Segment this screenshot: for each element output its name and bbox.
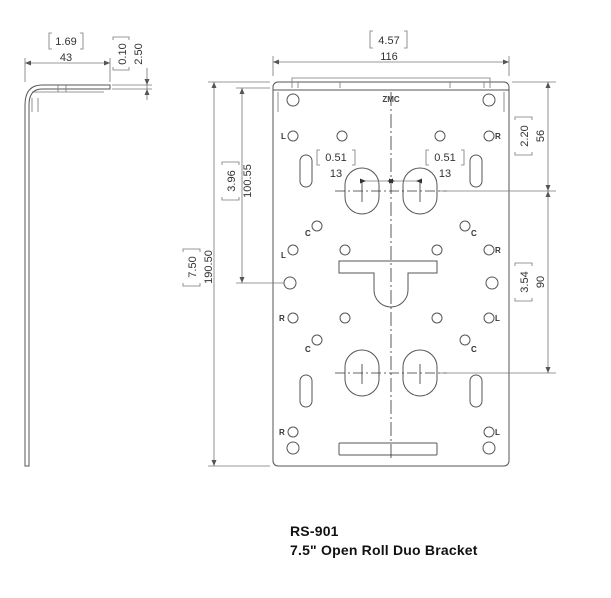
dim-overall-width-mm: 116 xyxy=(380,51,398,63)
dim-upper-to-center-inch: 3.96 xyxy=(226,170,238,191)
dim-side-depth-inch: 1.69 xyxy=(55,36,76,48)
hole-label-c: C xyxy=(305,345,311,354)
dim-slot-right-inch: 0.51 xyxy=(434,152,455,164)
dim-slot-spacing-mm: 90 xyxy=(535,276,547,288)
dim-slot-spacing-inch: 3.54 xyxy=(519,271,531,292)
hole-label-l: L xyxy=(495,428,500,437)
dim-top-to-slot-mm: 56 xyxy=(535,130,547,142)
hole-label-r: R xyxy=(495,246,501,255)
dimension-overall-height: 7.50 190.50 xyxy=(182,81,270,467)
dim-slot-left-mm: 13 xyxy=(330,168,342,180)
hole-label-r: R xyxy=(279,314,285,323)
dimension-slot-offsets: 0.51 13 0.51 13 xyxy=(316,149,465,184)
dimension-overall-width: 4.57 116 xyxy=(272,30,510,76)
dim-overall-width-inch: 4.57 xyxy=(378,35,399,47)
dim-upper-to-center-mm: 100.55 xyxy=(242,164,254,198)
dim-top-to-slot-inch: 2.20 xyxy=(519,125,531,146)
dimension-top-to-slot: 2.20 56 xyxy=(440,81,556,192)
dim-overall-height-inch: 7.50 xyxy=(187,256,199,277)
product-model: RS-901 xyxy=(290,523,339,539)
dimension-side-thickness: 0.10 2.50 xyxy=(112,36,152,100)
hole-label-l: L xyxy=(495,314,500,323)
dimension-side-depth: 1.69 43 xyxy=(24,32,111,82)
dim-slot-right-mm: 13 xyxy=(439,168,451,180)
product-description: 7.5" Open Roll Duo Bracket xyxy=(290,542,478,558)
hole-label-c: C xyxy=(471,229,477,238)
hole-markers: L R C C L R R L C C R L xyxy=(279,132,501,437)
hole-label-c: C xyxy=(305,229,311,238)
dim-overall-height-mm: 190.50 xyxy=(203,250,215,284)
dimension-upper-to-center: 3.96 100.55 xyxy=(221,87,284,284)
dim-slot-left-inch: 0.51 xyxy=(325,152,346,164)
dim-side-depth-mm: 43 xyxy=(60,52,72,64)
hole-label-l: L xyxy=(281,132,286,141)
side-profile-view xyxy=(24,84,111,467)
dim-side-thickness-inch: 0.10 xyxy=(117,43,129,64)
dim-side-thickness-mm: 2.50 xyxy=(133,43,145,64)
hole-label-c: C xyxy=(471,345,477,354)
hole-label-r: R xyxy=(279,428,285,437)
hole-label-l: L xyxy=(281,251,286,260)
hole-label-r: R xyxy=(495,132,501,141)
dimension-slot-spacing: 3.54 90 xyxy=(440,191,556,374)
front-plate-view: ZMC xyxy=(272,77,510,467)
